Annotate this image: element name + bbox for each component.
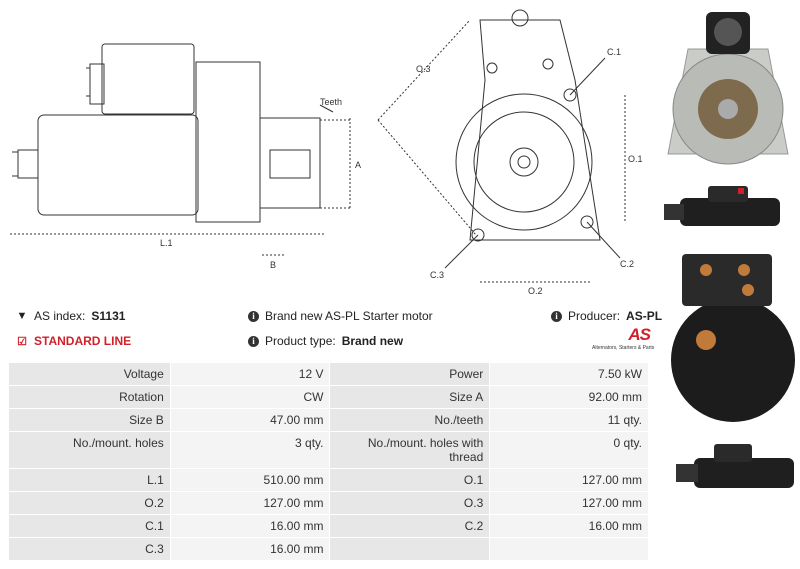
spec-value: 11 qty. <box>489 408 649 432</box>
product-type-label: Product type: <box>265 334 336 348</box>
product-type-value: Brand new <box>341 334 404 348</box>
spec-label: No./mount. holes with thread <box>329 431 491 469</box>
motor-body <box>37 114 199 216</box>
standard-line-text: STANDARD LINE <box>34 334 132 348</box>
flange-top-hole <box>511 9 529 27</box>
table-row: No./mount. holes 3 qty. No./mount. holes… <box>8 431 649 469</box>
spec-value: 3 qty. <box>169 431 331 469</box>
description-text: Brand new AS-PL Starter motor <box>265 309 433 323</box>
spec-label: Size A <box>329 385 491 409</box>
dim-b-label: B <box>270 260 276 270</box>
spec-label: C.2 <box>329 514 491 538</box>
spec-label: No./mount. holes <box>8 431 171 469</box>
spec-value: 510.00 mm <box>169 468 331 492</box>
as-index-value: S1131 <box>91 309 126 323</box>
as-pl-logo: AS Alternators, Starters & Parts <box>592 325 655 359</box>
table-row: L.1 510.00 mm O.1 127.00 mm <box>8 468 649 492</box>
table-row: Rotation CW Size A 92.00 mm <box>8 385 649 409</box>
solenoid <box>101 43 195 115</box>
terminal <box>17 149 39 179</box>
nose-housing <box>259 117 321 209</box>
spec-label: Voltage <box>8 362 171 386</box>
product-photo-side-1 <box>664 186 780 226</box>
flange-outline <box>469 19 601 241</box>
spec-label: O.2 <box>8 491 171 515</box>
table-row: C.1 16.00 mm C.2 16.00 mm <box>8 514 649 538</box>
spec-label: C.1 <box>8 514 171 538</box>
checkbox-icon: ☑ <box>17 335 27 348</box>
spec-label <box>329 537 491 561</box>
spec-label: Power <box>329 362 491 386</box>
producer: i Producer: AS-PL <box>551 309 662 323</box>
solenoid-cap <box>89 63 105 105</box>
spec-value: 7.50 kW <box>489 362 649 386</box>
spec-value: 127.00 mm <box>169 491 331 515</box>
spec-label: O.1 <box>329 468 491 492</box>
front-housing-circle <box>455 93 593 231</box>
dim-c3-label: C.3 <box>430 270 444 280</box>
tag-icon: ▼ <box>16 310 28 322</box>
as-index-label: AS index: <box>34 309 86 323</box>
producer-label: Producer: <box>568 309 621 323</box>
spec-value: 12 V <box>169 362 331 386</box>
spec-value: 0 qty. <box>489 431 649 469</box>
spec-value: CW <box>169 385 331 409</box>
logo-text: AS <box>628 325 651 344</box>
spec-value: 16.00 mm <box>489 514 649 538</box>
dim-o3-label: O.3 <box>416 64 431 74</box>
dim-a-label: A <box>355 160 361 170</box>
logo-tagline: Alternators, Starters & Parts <box>592 345 655 351</box>
spec-table: Voltage 12 V Power 7.50 kW Rotation CW S… <box>8 362 649 561</box>
dim-o2-label: O.2 <box>528 286 543 296</box>
producer-value: AS-PL <box>626 309 663 323</box>
info-icon: i <box>551 310 562 322</box>
spec-value: 127.00 mm <box>489 491 649 515</box>
teeth-label: Teeth <box>320 97 342 107</box>
product-photo-front <box>658 4 798 174</box>
standard-line: ☑ STANDARD LINE <box>16 334 131 348</box>
spec-value: 16.00 mm <box>169 514 331 538</box>
spec-label: O.3 <box>329 491 491 515</box>
spec-value: 47.00 mm <box>169 408 331 432</box>
dim-o1-label: O.1 <box>628 154 643 164</box>
spec-label: No./teeth <box>329 408 491 432</box>
table-row: Voltage 12 V Power 7.50 kW <box>8 362 649 386</box>
technical-drawing: Teeth A B L.1 O.3 C.1 O.1 C.3 C.2 O.2 <box>10 9 643 296</box>
table-row: O.2 127.00 mm O.3 127.00 mm <box>8 491 649 515</box>
as-index: ▼ AS index: S1131 <box>16 309 126 323</box>
spec-label: Size B <box>8 408 171 432</box>
product-photo-rear <box>671 254 795 422</box>
dim-c2-label: C.2 <box>620 259 634 269</box>
spec-value: 16.00 mm <box>169 537 331 561</box>
spec-label: Rotation <box>8 385 171 409</box>
table-row: C.3 16.00 mm <box>8 537 649 561</box>
drive-housing <box>195 61 261 223</box>
product-photo-side-2 <box>676 444 794 488</box>
spec-value: 92.00 mm <box>489 385 649 409</box>
pinion <box>269 149 311 179</box>
spec-value: 127.00 mm <box>489 468 649 492</box>
dim-c1-label: C.1 <box>607 47 621 57</box>
info-icon: i <box>248 335 259 347</box>
spec-label: C.3 <box>8 537 171 561</box>
info-icon: i <box>248 310 259 322</box>
table-row: Size B 47.00 mm No./teeth 11 qty. <box>8 408 649 432</box>
product-description: i Brand new AS-PL Starter motor <box>248 309 433 323</box>
spec-label: L.1 <box>8 468 171 492</box>
product-type: i Product type: Brand new <box>248 334 403 348</box>
spec-value <box>489 537 649 561</box>
dim-l1-label: L.1 <box>160 238 173 248</box>
